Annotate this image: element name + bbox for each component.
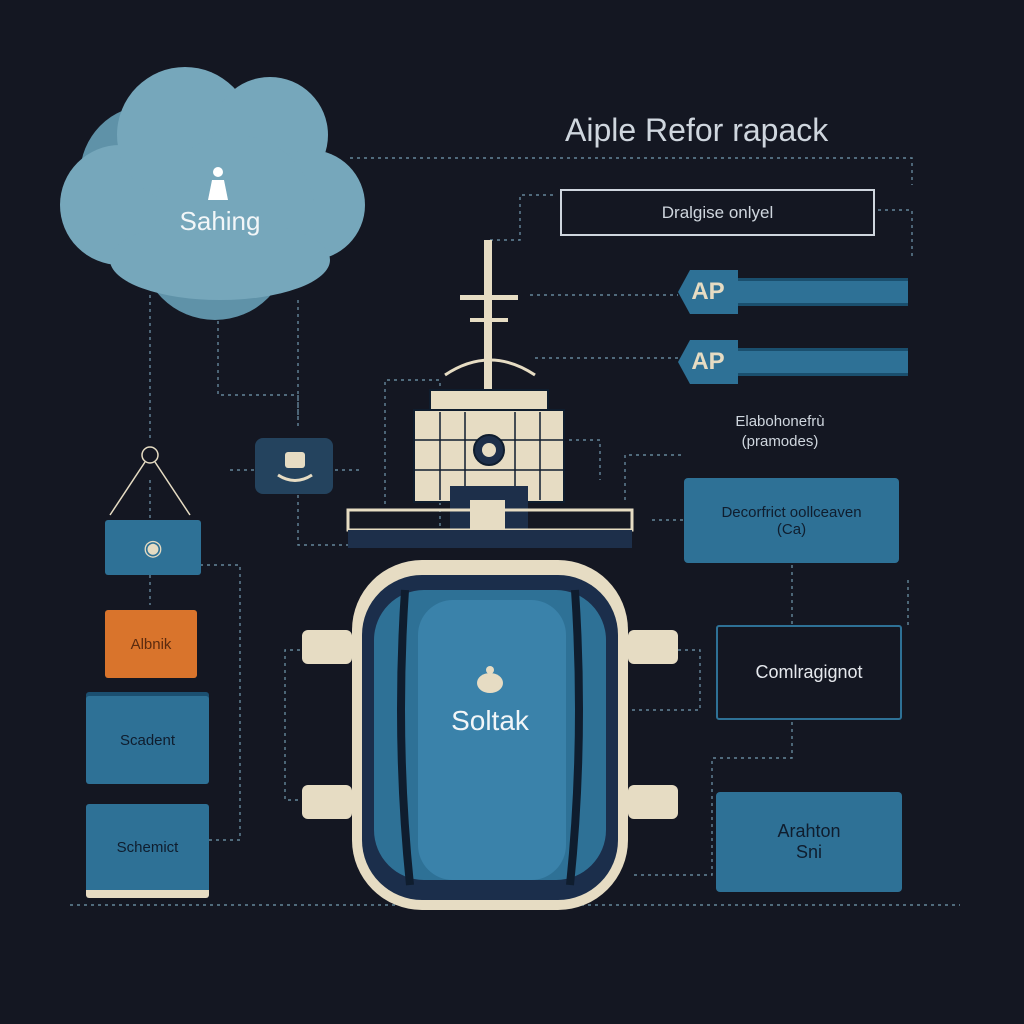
right-box-1-line2: (Ca) xyxy=(776,520,807,538)
badge-icon: ◉ xyxy=(143,534,163,560)
tank-label: Soltak xyxy=(451,705,529,736)
robot-icon xyxy=(277,452,313,482)
api-pill-1-head: AP xyxy=(678,270,738,314)
api-pill-2-head: AP xyxy=(678,340,738,384)
api-pill-2: AP xyxy=(678,340,908,384)
teapot-icon xyxy=(477,666,503,693)
hook-icon xyxy=(109,446,191,516)
right-box-3-line1: Arahton xyxy=(777,821,841,841)
header-box-label: Dralgise onlyel xyxy=(661,202,774,222)
header-box: Dralgise onlyel xyxy=(560,189,875,236)
left-stack-box-2-label: Albnik xyxy=(130,635,172,653)
left-stack-box-4: Schemict xyxy=(86,804,209,898)
right-box-1-line1: Decorfrict oollceaven xyxy=(721,503,862,521)
side-note-line1: Elabohonefrù xyxy=(735,413,825,430)
api-pill-2-label: AP xyxy=(691,348,725,375)
api-pill-1-label: AP xyxy=(691,278,725,305)
left-stack-box-3-label: Scadent xyxy=(119,731,176,749)
side-note-line2: (pramodes) xyxy=(741,433,819,450)
person-icon xyxy=(208,167,228,200)
left-stack-box-2: Albnik xyxy=(105,610,197,678)
api-pill-1-body xyxy=(738,278,908,306)
left-stack-box-4-label: Schemict xyxy=(116,838,179,856)
right-box-3-line2: Sni xyxy=(795,842,822,862)
api-pill-2-body xyxy=(738,348,908,376)
right-box-3: Arahton Sni xyxy=(716,792,902,892)
tank-shape xyxy=(302,560,678,910)
page-title: Aiple Refor rapack xyxy=(565,112,829,148)
cloud-label: Sahing xyxy=(179,206,261,236)
right-box-1: Decorfrict oollceaven (Ca) xyxy=(684,478,899,563)
ship-structure xyxy=(346,240,634,548)
right-box-2: Comlragignot xyxy=(716,625,902,720)
left-stack-box-1: ◉ xyxy=(105,520,201,575)
api-pill-1: AP xyxy=(678,270,908,314)
side-note: Elabohonefrù (pramodes) xyxy=(700,412,860,452)
right-box-2-label: Comlragignot xyxy=(755,662,863,682)
left-stack-box-3: Scadent xyxy=(86,696,209,784)
